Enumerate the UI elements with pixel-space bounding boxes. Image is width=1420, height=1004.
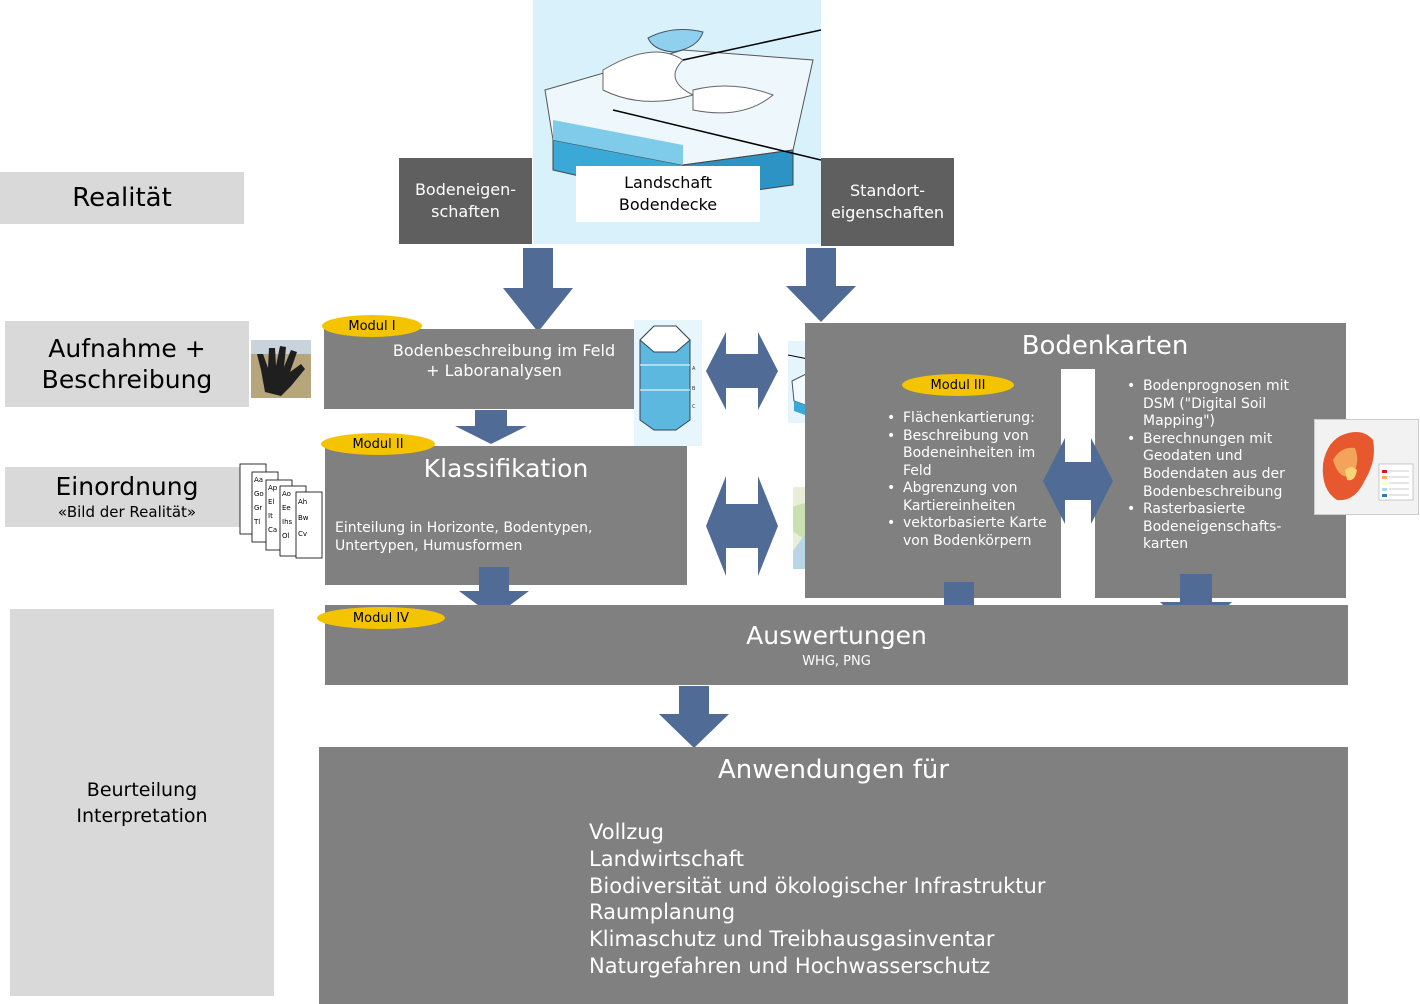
svg-text:Bw: Bw: [298, 514, 309, 522]
landscape-block-diagram: [533, 0, 821, 244]
feld-line1: Bodenbeschreibung im Feld: [392, 341, 616, 360]
anwendungen-list: Vollzug Landwirtschaft Biodiversität und…: [589, 819, 1045, 980]
svg-text:Ca: Ca: [268, 526, 277, 534]
svg-text:Go: Go: [254, 490, 264, 498]
svg-text:It: It: [268, 512, 273, 520]
feldbeschreibung-box: Bodenbeschreibung im Feld + Laboranalyse…: [324, 329, 634, 409]
left-item-3: vektorbasierte Karte von Bodenkörpern: [885, 515, 1055, 550]
anwendungen-box: Anwendungen für Vollzug Landwirtschaft B…: [319, 747, 1348, 1004]
arrow-down-klassifikation-auswertung: [459, 567, 529, 617]
arrow-down-to-klassifikation: [455, 410, 527, 444]
label-beurteilung: Beurteilung Interpretation: [10, 609, 274, 996]
svg-text:Aa: Aa: [254, 476, 263, 484]
label-beurteilung-line1: Beurteilung: [86, 778, 198, 801]
bodeneigenschaften-line1: Bodeneigen-: [414, 180, 517, 199]
svg-text:Tl: Tl: [253, 518, 260, 526]
feld-line2: + Laboranalysen: [426, 361, 562, 380]
label-aufnahme-line1: Aufnahme +: [48, 334, 206, 363]
label-beurteilung-line2: Interpretation: [76, 804, 208, 827]
bodenkarten-left-panel: Flächenkartierung: Beschreibung von Bode…: [805, 366, 1061, 598]
bodenkarten-right-panel: Bodenprognosen mit DSM ("Digital Soil Ma…: [1095, 366, 1346, 598]
raster-map-thumbnail: [1314, 419, 1419, 515]
standorteigenschaften-box: Standort- eigenschaften: [821, 158, 954, 246]
svg-text:Gr: Gr: [254, 504, 262, 512]
anwendung-item-2: Biodiversität und ökologischer Infrastru…: [589, 873, 1046, 898]
label-aufnahme: Aufnahme + Beschreibung: [5, 321, 249, 407]
arrow-down-bodeneigenschaften: [503, 248, 573, 332]
svg-text:A: A: [692, 366, 696, 372]
bodenkarten-title: Bodenkarten: [1021, 331, 1189, 361]
modul2-text: Modul II: [352, 436, 404, 452]
klassifikation-desc-line1: Einteilung in Horizonte, Bodentypen,: [335, 520, 593, 536]
arrow-down-standort: [786, 248, 856, 322]
auswertungen-subtitle: WHG, PNG: [802, 654, 871, 669]
svg-text:Ihs: Ihs: [282, 518, 293, 526]
bodenkarten-header: Bodenkarten: [805, 323, 1346, 369]
arrow-down-anwendungen: [659, 686, 729, 748]
anwendung-item-5: Naturgefahren und Hochwasserschutz: [589, 953, 991, 978]
modul4-badge: Modul IV: [317, 607, 445, 629]
left-item-0: Flächenkartierung:: [885, 410, 1055, 428]
label-einordnung-line1: Einordnung: [55, 472, 199, 501]
double-arrow-klassifikation-karten: [706, 476, 778, 576]
svg-text:B: B: [692, 386, 696, 392]
auswertungen-title: Auswertungen: [746, 621, 927, 650]
bodeneigenschaften-line2: schaften: [431, 202, 500, 221]
standort-line1: Standort-: [850, 181, 925, 200]
anwendung-item-3: Raumplanung: [589, 900, 736, 925]
label-einordnung: Einordnung «Bild der Realität»: [5, 467, 249, 527]
label-realitaet-text: Realität: [72, 183, 172, 213]
left-item-1: Beschreibung von Bodeneinheiten im Feld: [885, 428, 1055, 481]
anwendung-item-0: Vollzug: [589, 820, 664, 844]
anwendungen-title: Anwendungen für: [717, 755, 950, 785]
modul3-badge: Modul III: [902, 374, 1014, 396]
bodenkarten-right-list: Bodenprognosen mit DSM ("Digital Soil Ma…: [1125, 378, 1315, 554]
modul1-badge: Modul I: [322, 315, 422, 337]
modul2-badge: Modul II: [321, 433, 435, 455]
modul1-text: Modul I: [348, 318, 396, 334]
klassifikation-box: Klassifikation Einteilung in Horizonte, …: [325, 446, 687, 585]
klassifikation-title: Klassifikation: [423, 454, 589, 483]
soil-profile-image: A B C: [634, 320, 702, 446]
hand-photo: [251, 340, 311, 398]
double-arrow-vektor-raster: [1043, 438, 1113, 524]
svg-text:Ao: Ao: [282, 490, 291, 498]
label-einordnung-line2: «Bild der Realität»: [57, 503, 197, 521]
svg-text:C: C: [692, 404, 696, 410]
right-item-0: Bodenprognosen mit DSM ("Digital Soil Ma…: [1125, 378, 1315, 431]
svg-text:Ee: Ee: [282, 504, 291, 512]
anwendung-item-1: Landwirtschaft: [589, 846, 745, 871]
klassifikation-desc-line2: Untertypen, Humusformen: [335, 538, 523, 554]
label-realitaet: Realität: [0, 172, 244, 224]
right-item-1: Berechnungen mit Geodaten und Bodendaten…: [1125, 431, 1315, 501]
landschaft-line2: Bodendecke: [618, 195, 718, 214]
modul3-text: Modul III: [930, 377, 986, 393]
svg-text:Cv: Cv: [298, 530, 307, 538]
standort-line2: eigenschaften: [830, 203, 945, 222]
label-aufnahme-line2: Beschreibung: [41, 365, 213, 394]
double-arrow-feld-karten: [706, 332, 778, 410]
right-item-2: Rasterbasierte Bodeneigenschafts-karten: [1125, 501, 1315, 554]
svg-text:Ap: Ap: [268, 484, 278, 492]
anwendung-item-4: Klimaschutz und Treibhausgasinventar: [589, 927, 995, 952]
landschaft-box: Landschaft Bodendecke: [576, 166, 760, 222]
svg-text:Ol: Ol: [282, 532, 290, 540]
bodeneigenschaften-box: Bodeneigen- schaften: [399, 158, 532, 244]
bodenkarten-left-list: Flächenkartierung: Beschreibung von Bode…: [885, 410, 1055, 550]
svg-text:Ah: Ah: [298, 498, 307, 506]
landschaft-line1: Landschaft: [624, 173, 712, 192]
modul4-text: Modul IV: [352, 610, 410, 626]
svg-text:El: El: [268, 498, 274, 506]
auswertungen-box: Auswertungen WHG, PNG: [325, 605, 1348, 685]
left-item-2: Abgrenzung von Kartiereinheiten: [885, 480, 1055, 515]
